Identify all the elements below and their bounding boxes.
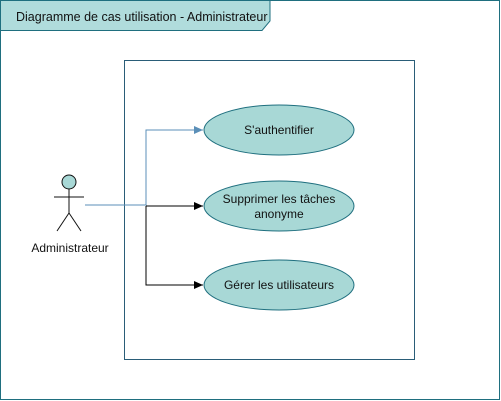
use-case-authenticate-label: S'authentifier [244, 123, 314, 137]
actor-right-leg [68, 212, 82, 232]
actor-label: Administrateur [31, 241, 108, 255]
use-case-delete-tasks-label-line2: anonyme [254, 207, 304, 221]
use-case-manage-users [203, 259, 355, 311]
actor-left-leg [56, 212, 70, 232]
frame-title: Diagramme de cas utilisation - Administr… [16, 10, 268, 24]
connector-manage-users [145, 206, 203, 289]
frame-title-tab [0, 0, 271, 31]
use-case-delete-tasks-label-line1: Supprimer les tâches [223, 192, 336, 206]
use-case-authenticate [203, 104, 355, 156]
use-case-manage-users-label: Gérer les utilisateurs [224, 278, 334, 292]
actor-head [61, 174, 77, 190]
actor-figure [54, 174, 84, 232]
connector-authenticate [85, 126, 203, 206]
use-case-delete-tasks [203, 180, 355, 232]
system-boundary [124, 60, 415, 360]
